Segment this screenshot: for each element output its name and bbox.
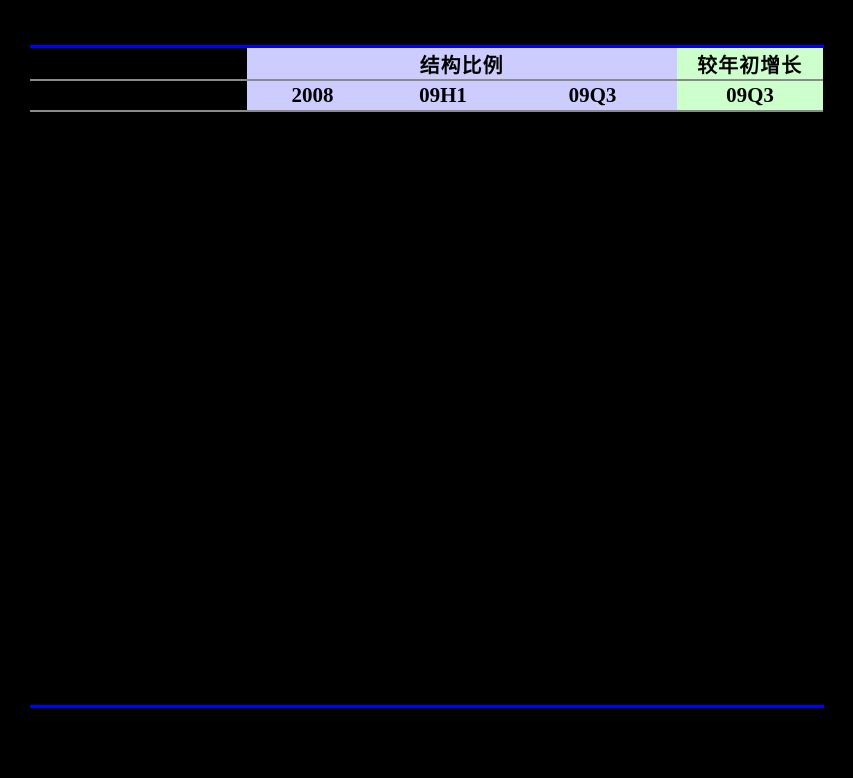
column-header-09q3-label: 09Q3 xyxy=(568,83,617,107)
column-header-2008: 2008 xyxy=(247,81,378,110)
header-stub-cell xyxy=(30,48,247,79)
column-header-09q3: 09Q3 xyxy=(508,81,677,110)
header-row-separator xyxy=(30,79,823,81)
column-header-2008-label: 2008 xyxy=(291,83,334,107)
column-header-09h1: 09H1 xyxy=(378,81,508,110)
table-header: 结构比例 较年初增长 2008 09H1 09Q3 09Q3 xyxy=(30,48,823,112)
structure-group-label: 结构比例 xyxy=(420,55,504,77)
header-group-structure: 结构比例 xyxy=(247,48,677,79)
column-header-09h1-label: 09H1 xyxy=(419,83,467,107)
column-header-growth-09q3-label: 09Q3 xyxy=(726,83,774,107)
header-stub-cell-2 xyxy=(30,81,247,110)
top-rule xyxy=(30,45,824,48)
header-group-row: 结构比例 较年初增长 xyxy=(30,48,823,79)
header-bottom-rule xyxy=(30,110,823,112)
header-column-row: 2008 09H1 09Q3 09Q3 xyxy=(30,81,823,110)
bottom-rule xyxy=(30,705,824,708)
growth-group-label: 较年初增长 xyxy=(697,55,803,77)
header-group-growth: 较年初增长 xyxy=(677,48,823,79)
column-header-growth-09q3: 09Q3 xyxy=(677,81,823,110)
